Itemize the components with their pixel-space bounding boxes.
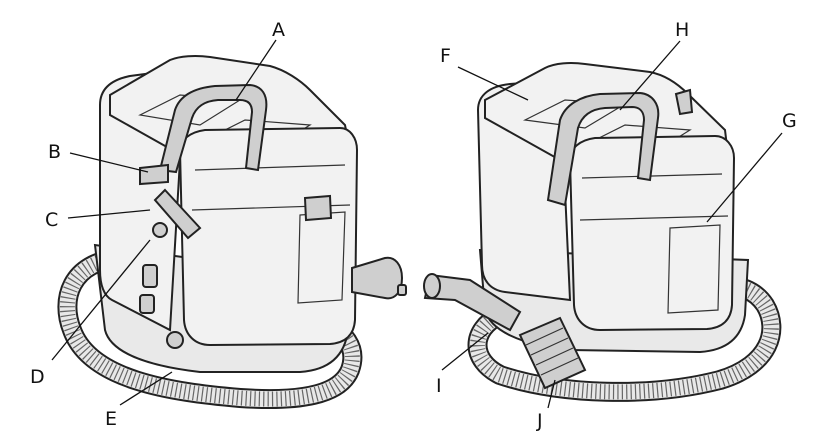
leader-e <box>119 371 173 406</box>
label-i: I <box>436 375 442 397</box>
right-machine <box>423 62 782 402</box>
left-machine <box>57 55 407 410</box>
leader-lines <box>51 39 783 409</box>
label-e: E <box>105 408 117 430</box>
right-connector <box>518 316 587 390</box>
label-g: G <box>782 110 797 132</box>
label-f: F <box>440 45 451 67</box>
leader-c <box>67 209 151 219</box>
leader-d <box>51 239 151 361</box>
label-b: B <box>48 141 61 163</box>
leader-g <box>706 132 783 223</box>
right-hose <box>467 275 782 402</box>
callout-labels: A B C D E F G H I J <box>30 19 797 432</box>
right-right-tank <box>568 134 736 332</box>
left-hose <box>57 248 363 410</box>
leader-a <box>235 39 277 101</box>
right-wand <box>423 273 522 332</box>
left-nozzle <box>351 256 404 300</box>
leader-b <box>69 152 149 173</box>
label-c: C <box>45 209 58 231</box>
left-front-tank <box>178 126 359 347</box>
label-j: J <box>536 410 543 432</box>
leader-f <box>457 66 529 101</box>
label-d: D <box>30 366 45 388</box>
leader-i <box>441 332 489 371</box>
leader-h <box>619 40 681 111</box>
label-a: A <box>272 19 285 41</box>
right-handle <box>546 91 660 207</box>
label-h: H <box>675 19 689 41</box>
left-handle <box>158 83 268 174</box>
leader-j <box>547 379 556 409</box>
